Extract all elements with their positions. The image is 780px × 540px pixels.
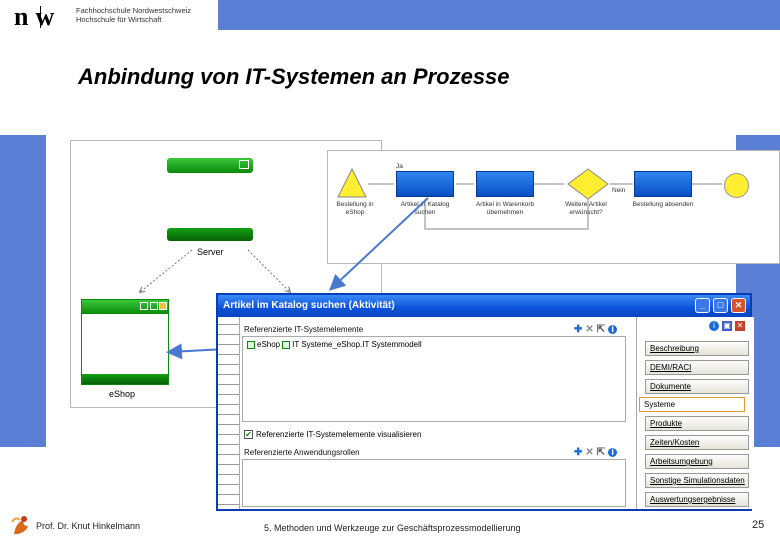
model-icon	[282, 340, 291, 349]
server-label: Server	[197, 247, 224, 257]
footer-course: 5. Methoden und Werkzeuge zur Geschäftsp…	[264, 523, 521, 533]
start-event-label: Bestellung in eShop	[336, 201, 374, 216]
minimize-button[interactable]: _	[695, 298, 710, 313]
plus-icon[interactable]: ✚	[574, 447, 583, 458]
tab-zeiten-kosten[interactable]: Zeiten/Kosten	[645, 435, 749, 450]
eshop-label: eShop	[109, 389, 136, 399]
tab-auswertungsergebnisse[interactable]: Auswertungsergebnisse	[645, 492, 749, 507]
tab-panel-toolbar: i ▣ ✕	[709, 321, 745, 331]
maximize-button[interactable]: □	[713, 298, 728, 313]
tab-demi-raci[interactable]: DEMI/RACI	[645, 360, 749, 375]
ref-app-list[interactable]	[242, 459, 626, 507]
navigate-icon[interactable]: ⇱	[596, 447, 606, 458]
tab-systeme[interactable]: Systeme	[639, 397, 745, 412]
tab-produkte[interactable]: Produkte	[645, 416, 749, 431]
task1-label: Artikel in Katalog suchen	[400, 201, 450, 216]
header-band	[218, 0, 780, 30]
info-icon[interactable]: i	[608, 325, 618, 335]
rooster-logo-icon	[11, 516, 28, 534]
eshop-node-footer	[82, 374, 168, 384]
task2-label: Artikel in Warenkorb übernehmen	[475, 201, 535, 216]
system-icon	[247, 340, 255, 349]
flow-label-yes: Ja	[396, 163, 403, 170]
server-node-top[interactable]	[167, 158, 253, 173]
notebook-spiral	[218, 317, 240, 509]
task3-label: Bestellung absenden	[632, 201, 694, 208]
gateway-shape	[567, 168, 609, 200]
tool-icon	[159, 302, 167, 310]
process-flow-lines	[337, 167, 722, 230]
close-button[interactable]: ✕	[731, 298, 746, 313]
tab-arbeitsumgebung[interactable]: Arbeitsumgebung	[645, 454, 749, 469]
plus-icon[interactable]: ✚	[574, 324, 583, 335]
eshop-node-header	[82, 300, 168, 314]
ref-it-toolbar: ✚ ✕ ⇱ i	[574, 324, 618, 335]
slide-title: Anbindung von IT-Systemen an Prozesse	[78, 64, 510, 89]
task-add-to-cart[interactable]	[476, 171, 534, 197]
process-model: Bestellung in eShop Artikel in Katalog s…	[327, 150, 780, 264]
computer-icon	[239, 160, 249, 169]
tab-dokumente[interactable]: Dokumente	[645, 379, 749, 394]
ref-it-section-label: Referenzierte IT-Systemelemente	[244, 325, 364, 334]
tab-beschreibung[interactable]: Beschreibung	[645, 341, 749, 356]
visualize-checkbox-label: Referenzierte IT-Systemelemente visualis…	[256, 430, 422, 439]
delete-icon[interactable]: ✕	[585, 447, 594, 458]
logo-divider	[40, 6, 41, 28]
tab-panel: i ▣ ✕ Beschreibung DEMI/RACI Dokumente S…	[636, 317, 754, 509]
left-accent-bar	[0, 135, 46, 447]
task-send-order[interactable]	[634, 171, 692, 197]
dialog-title: Artikel im Katalog suchen (Aktivität)	[223, 300, 395, 311]
info-icon[interactable]: i	[709, 321, 719, 331]
save-icon[interactable]: ▣	[722, 321, 732, 331]
info-icon[interactable]: i	[608, 448, 618, 458]
close-icon[interactable]: ✕	[735, 321, 745, 331]
visualize-checkbox[interactable]: ✔	[244, 430, 253, 439]
dialog-title-bar[interactable]: Artikel im Katalog suchen (Aktivität) _ …	[218, 295, 750, 317]
ref-item-name: eShop	[257, 340, 281, 349]
flow-label-no: Nein	[612, 187, 626, 194]
institution-name: Fachhochschule Nordwestschweiz Hochschul…	[76, 6, 191, 24]
eshop-node[interactable]	[81, 299, 169, 385]
task-search-catalog[interactable]	[396, 171, 454, 197]
ref-it-list[interactable]: eShop IT Systeme_eShop.IT Systemmodell	[242, 336, 626, 422]
activity-dialog[interactable]: Artikel im Katalog suchen (Aktivität) _ …	[216, 293, 754, 511]
ref-app-toolbar: ✚ ✕ ⇱ i	[574, 447, 618, 458]
institution-line-2: Hochschule für Wirtschaft	[76, 15, 162, 24]
gateway-label: Weitere Artikel erwünscht?	[565, 201, 607, 216]
footer-author: Prof. Dr. Knut Hinkelmann	[36, 521, 141, 531]
ref-item-path: IT Systeme_eShop.IT Systemmodell	[292, 340, 422, 349]
institution-line-1: Fachhochschule Nordwestschweiz	[76, 6, 192, 15]
tab-simulationsdaten[interactable]: Sonstige Simulationsdaten	[645, 473, 749, 488]
navigate-icon[interactable]: ⇱	[596, 324, 606, 335]
ref-it-item[interactable]: eShop IT Systeme_eShop.IT Systemmodell	[247, 340, 422, 349]
end-event[interactable]	[724, 173, 749, 198]
ref-app-section-label: Referenzierte Anwendungsrollen	[244, 448, 360, 457]
delete-icon[interactable]: ✕	[585, 324, 594, 335]
server-node-bottom[interactable]	[167, 228, 253, 241]
window-icon	[140, 302, 148, 310]
start-event-shape	[337, 167, 367, 198]
page-number: 25	[752, 519, 765, 531]
window-icon	[150, 302, 158, 310]
